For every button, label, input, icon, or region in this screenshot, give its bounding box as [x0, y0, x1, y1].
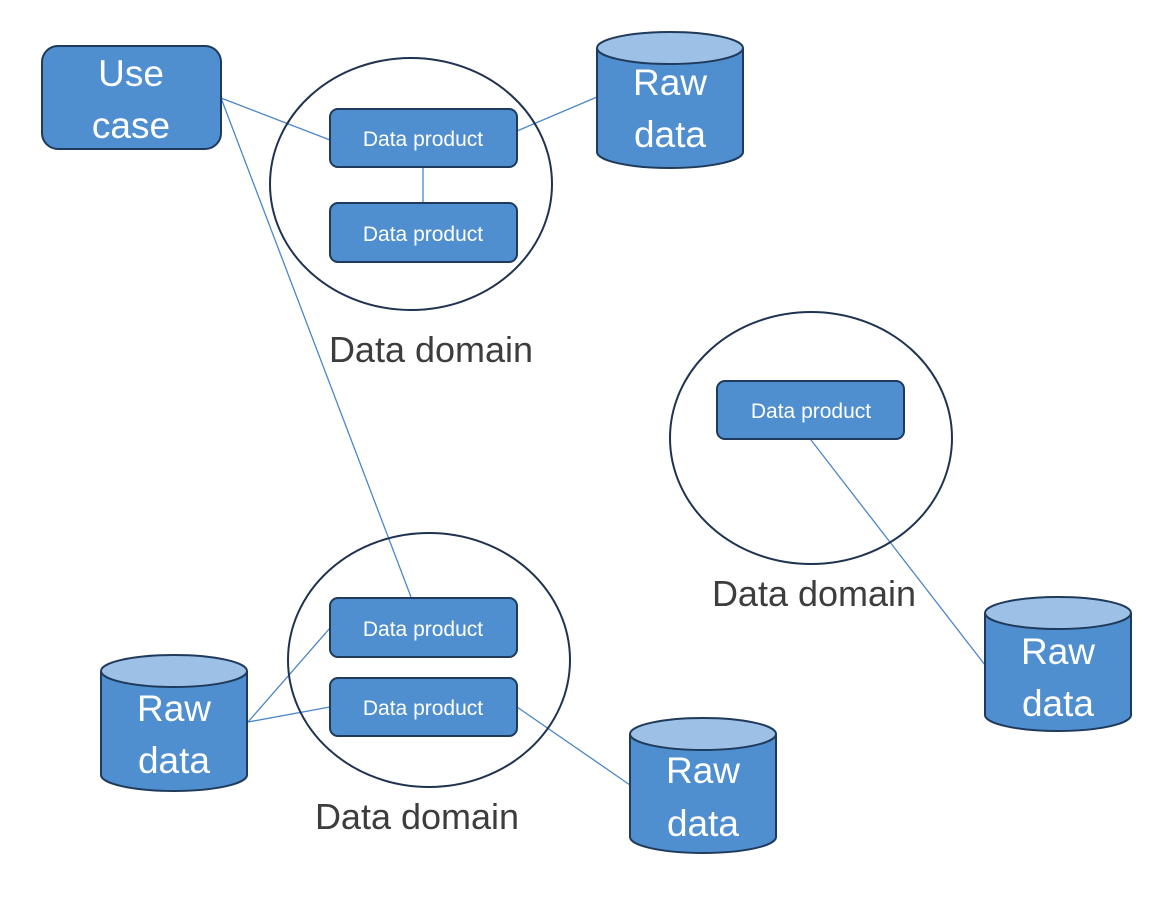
- data-domain-1: Data product Data product Data domain: [269, 57, 553, 370]
- raw-data-label-line1: Raw: [1021, 631, 1095, 672]
- raw-data-label-line2: data: [1022, 683, 1094, 724]
- raw-data-cylinder-right[interactable]: Raw data: [984, 596, 1132, 732]
- use-case-box[interactable]: Use case: [41, 45, 222, 150]
- cylinder-cap: [596, 31, 744, 65]
- domain-circle: [669, 311, 953, 565]
- connector-product-to-raw-right: [810, 439, 986, 666]
- data-product-label: Data product: [751, 400, 871, 423]
- domain-label: Data domain: [712, 573, 916, 614]
- domain-label: Data domain: [329, 329, 533, 370]
- data-domain-3: Data product Data product Data domain: [287, 532, 571, 837]
- data-product-label: Data product: [363, 223, 483, 246]
- domain-circle: [287, 532, 571, 788]
- data-product-box[interactable]: Data product: [329, 202, 518, 263]
- data-product-label: Data product: [363, 697, 483, 720]
- cylinder-cap: [100, 654, 248, 688]
- cylinder-cap: [629, 717, 777, 751]
- raw-data-label-line1: Raw: [137, 688, 211, 729]
- data-product-box[interactable]: Data product: [716, 380, 905, 440]
- raw-data-cylinder-left[interactable]: Raw data: [100, 654, 248, 792]
- cylinder-cap: [984, 596, 1132, 630]
- data-product-box[interactable]: Data product: [329, 677, 518, 737]
- connector-raw-left-to-product-2: [247, 706, 331, 723]
- data-product-box[interactable]: Data product: [329, 597, 518, 658]
- raw-data-label-line1: Raw: [666, 750, 740, 791]
- connector-product-to-raw-top: [516, 96, 598, 132]
- use-case-label-line1: Use: [98, 53, 164, 94]
- connector-usecase-to-product-bottom-domain: [220, 97, 412, 598]
- data-domain-2: Data product Data domain: [669, 311, 953, 614]
- raw-data-label-line2: data: [138, 740, 210, 781]
- data-product-box[interactable]: Data product: [329, 108, 518, 168]
- connector-product-to-raw-bottom: [516, 706, 631, 786]
- data-product-label: Data product: [363, 618, 483, 641]
- raw-data-label-line2: data: [634, 114, 706, 155]
- domain-circle: [269, 57, 553, 311]
- use-case-label-line2: case: [92, 105, 170, 146]
- raw-data-cylinder-top[interactable]: Raw data: [596, 31, 744, 169]
- connector-usecase-to-product-top: [220, 97, 331, 141]
- domain-label: Data domain: [315, 796, 519, 837]
- data-product-label: Data product: [363, 128, 483, 151]
- raw-data-cylinder-bottom[interactable]: Raw data: [629, 717, 777, 854]
- raw-data-label-line1: Raw: [633, 62, 707, 103]
- raw-data-label-line2: data: [667, 803, 739, 844]
